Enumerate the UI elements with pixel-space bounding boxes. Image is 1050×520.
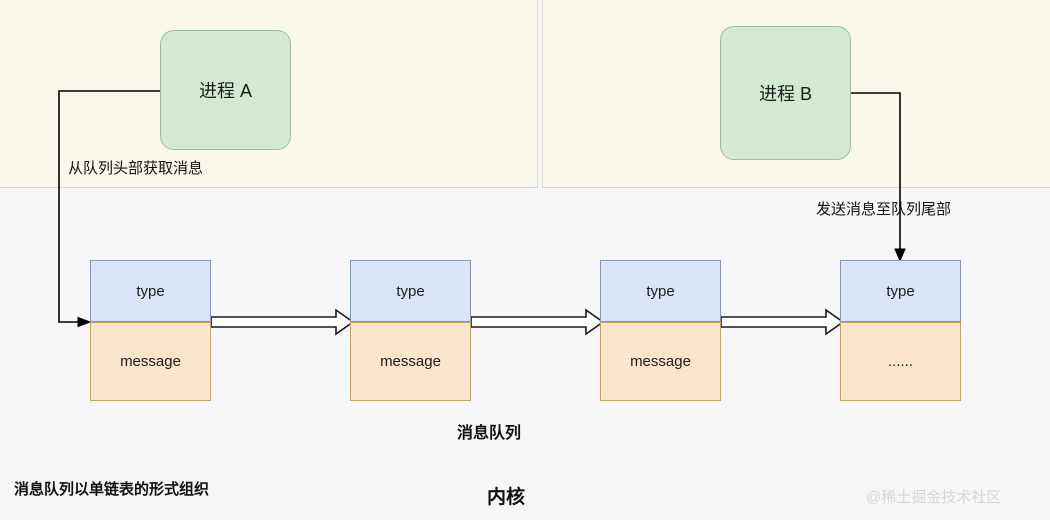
queue-link-arrow-1	[210, 308, 355, 336]
queue-node-3-message: message	[600, 322, 721, 401]
watermark-text: @稀土掘金技术社区	[866, 489, 1002, 506]
linked-list-note: 消息队列以单链表的形式组织	[14, 481, 210, 498]
receive-flow-label: 从队列头部获取消息	[68, 160, 204, 177]
queue-node-2-type: type	[350, 260, 471, 322]
queue-link-arrow-2	[470, 308, 605, 336]
queue-node-1-message: message	[90, 322, 211, 401]
queue-node-3-type: type	[600, 260, 721, 322]
queue-link-arrow-3	[720, 308, 845, 336]
kernel-caption: 内核	[487, 487, 526, 508]
message-queue-caption: 消息队列	[457, 425, 522, 442]
queue-node-3[interactable]: type message	[600, 260, 721, 401]
queue-node-4[interactable]: type ......	[840, 260, 961, 401]
queue-node-1[interactable]: type message	[90, 260, 211, 401]
process-b-label: 进程 B	[758, 84, 812, 104]
queue-node-2-message: message	[350, 322, 471, 401]
send-flow-label: 发送消息至队列尾部	[816, 201, 952, 218]
queue-node-4-message: ......	[840, 322, 961, 401]
process-b-box[interactable]: 进程 B	[720, 26, 851, 160]
queue-node-4-type: type	[840, 260, 961, 322]
queue-node-1-type: type	[90, 260, 211, 322]
process-a-label: 进程 A	[198, 81, 252, 101]
process-a-box[interactable]: 进程 A	[160, 30, 291, 150]
queue-node-2[interactable]: type message	[350, 260, 471, 401]
